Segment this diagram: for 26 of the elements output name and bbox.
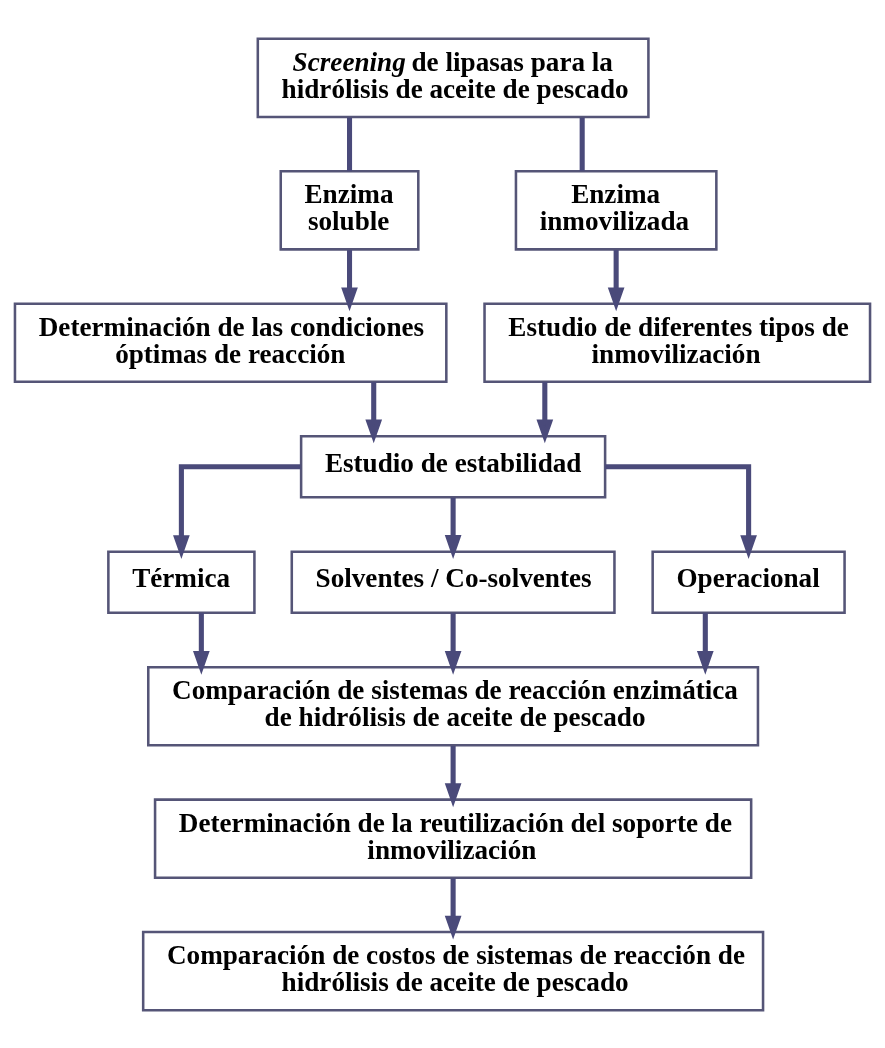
arrow (444, 745, 462, 807)
node-box: Determinación de las condiciones óptimas de reacción (13, 301, 448, 383)
node-box: Comparación de costos de sistemas de reacción de hidrólisis de aceite de pescado (141, 930, 765, 1011)
arrow (444, 612, 462, 675)
node-box: Estudio de diferentes tipos de inmovilización (483, 301, 872, 383)
connector (346, 117, 353, 171)
node-box: Enzima soluble (279, 169, 420, 251)
node-box: Estudio de estabilidad (299, 434, 607, 499)
arrow (365, 381, 383, 443)
arrow (536, 381, 554, 443)
arrow (696, 612, 714, 675)
node-box: Screening de lipasas para la hidrólisis de aceite de pescado (256, 37, 650, 118)
arrow (607, 249, 625, 311)
node-box: Operacional (651, 549, 846, 614)
connector (579, 117, 585, 171)
arrow (605, 463, 757, 559)
node-box: Térmica (107, 549, 256, 614)
arrow (193, 612, 210, 675)
arrow (341, 249, 358, 311)
node-box: Enzima inmovilizada (514, 169, 718, 251)
arrow (444, 497, 462, 559)
arrow (173, 463, 301, 559)
node-box: Determinación de la reutilización del soporte de inmovilización (153, 797, 753, 879)
node-box: Solventes / Co-solventes (290, 549, 616, 614)
arrow (444, 877, 462, 940)
node-box: Comparación de sistemas de reacción enzimática de hidrólisis de aceite de pescado (147, 665, 760, 747)
